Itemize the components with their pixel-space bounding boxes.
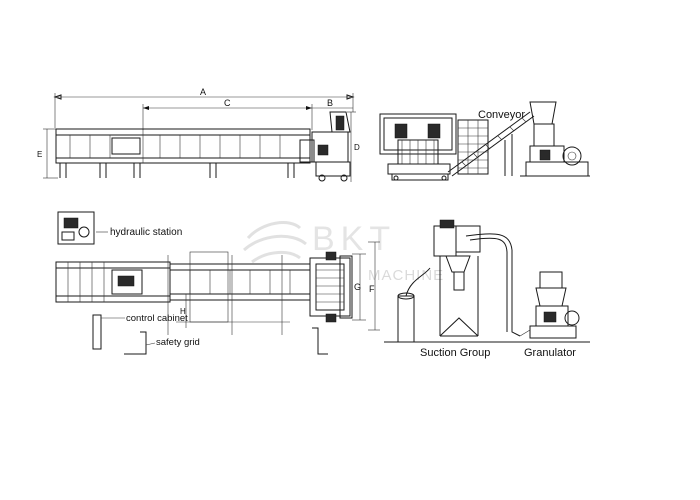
granulator-side-view [520, 101, 590, 177]
watermark-logo-icon [243, 221, 307, 264]
granulator-label: Granulator [524, 347, 576, 359]
dimension-a-label: A [200, 87, 206, 97]
control-cabinet: control cabinet [92, 313, 188, 350]
shredder-plan-view [309, 251, 353, 323]
watermark-brand-top: BKT [312, 220, 396, 258]
feed-conveyor-frame [55, 128, 315, 178]
plan-conveyor-frame [55, 251, 311, 335]
dimension-b-label: B [327, 98, 333, 108]
dimension-a: A [53, 87, 355, 128]
inclined-conveyor: Conveyor [447, 109, 535, 177]
plan-view: hydraulic station [55, 211, 380, 355]
suction-group: Suction Group [384, 219, 590, 359]
end-elevation: Conveyor [379, 101, 590, 181]
shredder-side-view [311, 111, 351, 182]
shredder-front-view [379, 113, 457, 181]
conveyor-label: Conveyor [478, 109, 525, 121]
dimension-d: D [347, 111, 360, 182]
dimension-f: F [368, 241, 380, 331]
suction-group-label: Suction Group [420, 347, 490, 359]
dimension-h: H [180, 294, 187, 328]
dimension-c: C [142, 98, 313, 130]
dimension-g-label: G [354, 282, 361, 292]
dimension-e: E [37, 128, 58, 179]
dimension-g: G [352, 253, 366, 321]
dimension-b: B [312, 98, 353, 109]
hydraulic-station: hydraulic station [57, 211, 182, 245]
dimension-c-label: C [224, 98, 231, 108]
dimension-d-label: D [354, 143, 360, 152]
granulator: Granulator [519, 271, 580, 359]
hydraulic-station-label: hydraulic station [110, 227, 182, 238]
dimension-f-label: F [369, 284, 375, 294]
dimension-e-label: E [37, 150, 42, 159]
safety-grid-label: safety grid [156, 337, 200, 348]
safety-grid: safety grid [124, 327, 328, 355]
watermark: BKT MACHINE [243, 220, 444, 284]
side-elevation: A C B E D [37, 87, 360, 182]
control-cabinet-label: control cabinet [126, 313, 188, 324]
grid-panel-stack [457, 119, 489, 175]
dimension-h-label: H [180, 307, 186, 316]
watermark-brand-bottom: MACHINE [368, 267, 444, 284]
